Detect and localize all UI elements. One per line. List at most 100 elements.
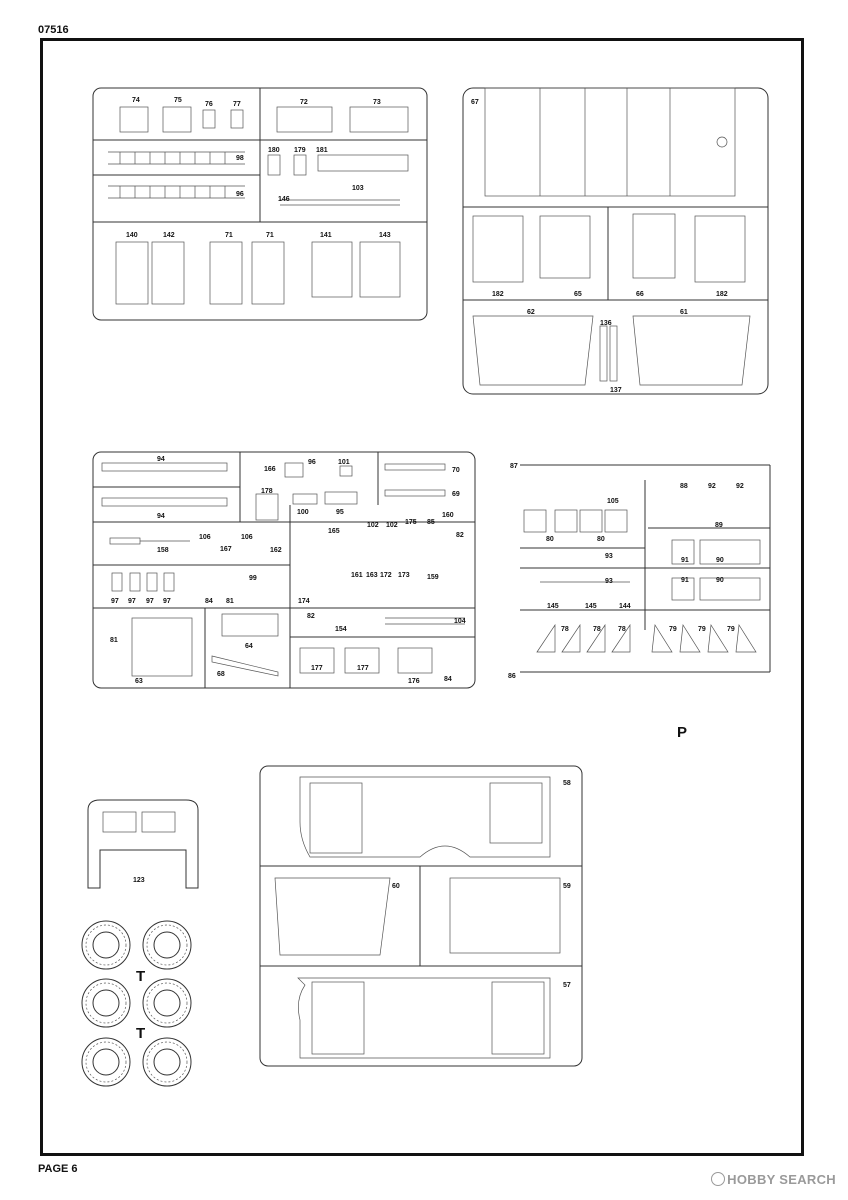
part-label: 97 [128, 598, 136, 605]
part-label: 179 [294, 147, 306, 154]
part-label: 100 [297, 509, 309, 516]
part-label: 86 [508, 673, 516, 680]
part-label: 91 [681, 577, 689, 584]
document-code: 07516 [38, 24, 69, 36]
part-label: 158 [157, 547, 169, 554]
part-label: 166 [264, 466, 276, 473]
part-label: 172 [380, 572, 392, 579]
part-label: 60 [392, 883, 400, 890]
part-label: 92 [736, 483, 744, 490]
part-label: 165 [328, 528, 340, 535]
part-label: 72 [300, 99, 308, 106]
part-label: 77 [233, 101, 241, 108]
part-label: 78 [618, 626, 626, 633]
part-label: 64 [245, 643, 253, 650]
part-label: 90 [716, 557, 724, 564]
part-label: 95 [336, 509, 344, 516]
part-label: 167 [220, 546, 232, 553]
part-label: 93 [605, 578, 613, 585]
part-label: 140 [126, 232, 138, 239]
part-label: 78 [593, 626, 601, 633]
part-label: 99 [249, 575, 257, 582]
tire-tag: T [136, 1025, 145, 1042]
part-label: 102 [386, 522, 398, 529]
part-label: 76 [205, 101, 213, 108]
part-label: 106 [199, 534, 211, 541]
part-label: 145 [585, 603, 597, 610]
part-label: 57 [563, 982, 571, 989]
watermark-text: HOBBY SEARCH [727, 1172, 836, 1187]
part-label: 97 [163, 598, 171, 605]
part-label: 102 [367, 522, 379, 529]
sprue-middle-left [92, 451, 476, 689]
part-label: 67 [471, 99, 479, 106]
part-label: 90 [716, 577, 724, 584]
part-label: 81 [226, 598, 234, 605]
part-label: 163 [366, 572, 378, 579]
part-label: 79 [698, 626, 706, 633]
part-label: 145 [547, 603, 559, 610]
part-label: 96 [308, 459, 316, 466]
part-label: 137 [610, 387, 622, 394]
part-label: 87 [510, 463, 518, 470]
part-label: 91 [681, 557, 689, 564]
part-label: 63 [135, 678, 143, 685]
part-label: 178 [261, 488, 273, 495]
part-label: 69 [452, 491, 460, 498]
part-label: 175 [405, 519, 417, 526]
watermark-logo-icon [711, 1172, 726, 1186]
part-label: 161 [351, 572, 363, 579]
part-number-labels: 74 75 76 77 72 73 98 180 179 181 96 103 … [110, 97, 744, 989]
sprue-top-right [462, 87, 769, 395]
sprue-lower-center [259, 765, 583, 1067]
part-label: 62 [527, 309, 535, 316]
part-label: 65 [574, 291, 582, 298]
part-label: 68 [217, 671, 225, 678]
part-label: 105 [607, 498, 619, 505]
part-label: 106 [241, 534, 253, 541]
part-label: 79 [727, 626, 735, 633]
part-label: 101 [338, 459, 350, 466]
part-label: 97 [146, 598, 154, 605]
watermark: HOBBY SEARCH [711, 1172, 836, 1187]
part-label: 177 [311, 665, 323, 672]
part-label: 61 [680, 309, 688, 316]
pipe-part [635, 733, 665, 1120]
part-label: 88 [680, 483, 688, 490]
part-label: 71 [225, 232, 233, 239]
part-label: 173 [398, 572, 410, 579]
part-label: 141 [320, 232, 332, 239]
part-label: 59 [563, 883, 571, 890]
part-label: 84 [444, 676, 452, 683]
part-label: 96 [236, 191, 244, 198]
page-frame [40, 38, 804, 1156]
part-label: 103 [352, 185, 364, 192]
part-label: 180 [268, 147, 280, 154]
part-label: 174 [298, 598, 310, 605]
part-label: 78 [561, 626, 569, 633]
part-label: 142 [163, 232, 175, 239]
tires [81, 920, 192, 1087]
part-label: 73 [373, 99, 381, 106]
tire-tag: T [136, 968, 145, 985]
part-label: 81 [110, 637, 118, 644]
sprue-top-left [92, 87, 428, 321]
part-label: 70 [452, 467, 460, 474]
part-label: 136 [600, 320, 612, 327]
part-label: 93 [605, 553, 613, 560]
pipe-tag: P [677, 724, 687, 741]
part-label: 58 [563, 780, 571, 787]
part-label: 80 [597, 536, 605, 543]
part-label: 75 [174, 97, 182, 104]
part-label: 74 [132, 97, 140, 104]
part-label: 82 [307, 613, 315, 620]
part-label: 182 [492, 291, 504, 298]
part-label: 176 [408, 678, 420, 685]
page-number: PAGE 6 [38, 1163, 78, 1175]
part-label: 104 [454, 618, 466, 625]
part-label: 154 [335, 626, 347, 633]
part-label: 79 [669, 626, 677, 633]
part-label: 162 [270, 547, 282, 554]
cab-part [87, 799, 199, 889]
